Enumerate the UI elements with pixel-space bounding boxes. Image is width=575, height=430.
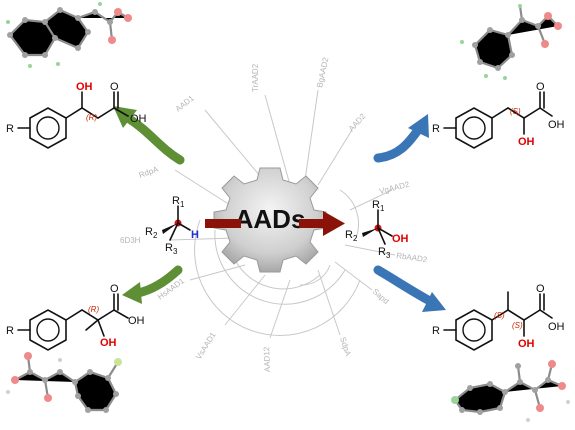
crystal-structure-bottom-left [6,352,122,413]
bottom-left-r: R [6,325,14,337]
blue-arrow-bottom [373,265,433,305]
bottom-left-acid-oh: OH [128,315,145,327]
bottom-right-acid-oh: OH [548,321,565,333]
top-right-carbonyl-o: O [536,81,545,93]
tree-label-bgaad2: BgAAD2 [315,56,330,88]
product-r1: R1 [372,199,385,213]
tree-label-rdpa: RdpA [138,164,161,180]
bottom-left-stereo: (R) [88,305,99,314]
tree-label-traad2: TrAAD2 [251,63,260,92]
bottom-right-stereo-1: (S) [494,311,505,320]
top-left-hydroxyl: OH [76,81,93,93]
product-top-left: R OH (R) O OH [6,81,147,149]
bottom-right-carbonyl-o: O [536,283,545,295]
crystal-structure-top-left [6,2,132,68]
product-hydroxyl: OH [392,233,409,245]
bottom-left-carbonyl-o: O [110,283,119,295]
bottom-right-r: R [432,325,440,337]
product-bottom-left: R OH (R) O OH [6,283,145,351]
blue-arrow-top [373,125,423,163]
crystal-structure-top-right [460,4,562,80]
product-r3: R3 [378,246,391,260]
blue-arrow-bottom-head [422,292,446,312]
substrate-r3: R3 [165,242,178,256]
reaction-arrow [205,211,345,236]
product-top-right: R OH (S) O OH [432,81,565,149]
tree-label-sdpa: SdpA [338,336,353,358]
gear-icon: AADs [213,167,327,273]
top-left-acid-oh: OH [130,113,147,125]
tree-label-rbaad2: RbAAD2 [396,251,429,264]
top-right-stereo: (S) [510,107,521,116]
crystal-structure-bottom-right [451,360,570,422]
substrate-r1: R1 [172,195,185,209]
substrate-r2: R2 [145,226,158,240]
substrate-structure: R1 R2 R3 H [145,195,199,256]
tree-label-aad1: AAD1 [174,93,196,113]
substrate-hydrogen: H [191,229,199,241]
tree-label-aad2: AAD2 [347,111,368,133]
top-left-carbonyl-o: O [110,81,119,93]
phylogenetic-tree: AAD1 TrAAD2 BgAAD2 AAD2 VgAAD2 RbAAD2 Sa… [120,56,428,372]
product-bottom-right: R OH (S) (S) O OH [432,283,565,351]
top-right-r: R [432,123,440,135]
top-right-acid-oh: OH [548,119,565,131]
tree-label-6d3h: 6D3H [120,236,141,245]
top-right-hydroxyl: OH [518,136,535,148]
green-arrow-top [123,113,185,165]
tree-label-vgaad2: VgAAD2 [378,180,410,196]
top-left-stereo: (R) [86,113,97,122]
bottom-left-hydroxyl: OH [100,337,117,349]
tree-label-sapd: Sapd [371,287,391,306]
green-arrow-bottom-head [122,282,142,304]
product-center-structure: R1 R2 R3 OH [345,199,409,260]
tree-label-aad12: AAD12 [262,346,272,372]
green-arrow-bottom [133,265,183,298]
product-r2: R2 [345,229,358,243]
blue-arrow-top-head [408,114,429,138]
bottom-right-hydroxyl: OH [518,338,535,350]
tree-label-vsaad1: VsAAD1 [194,330,218,361]
top-left-r: R [6,123,14,135]
center-label: AADs [235,204,306,234]
bottom-right-stereo-2: (S) [512,321,523,330]
